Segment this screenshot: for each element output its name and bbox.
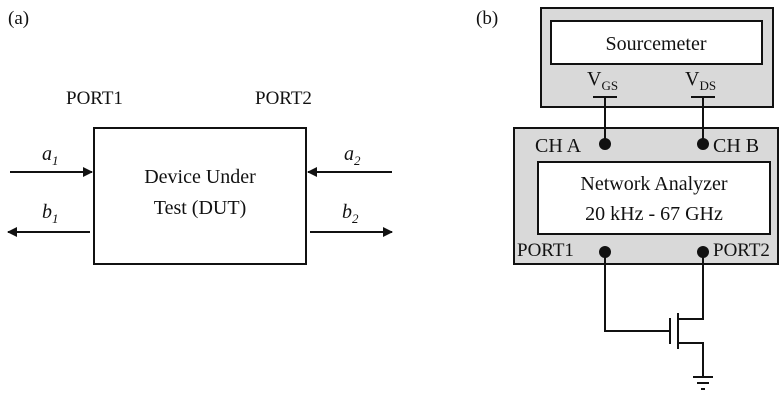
network-analyzer-display: [537, 161, 771, 235]
drain-wire: [678, 252, 704, 320]
analyzer-port2-label: PORT2: [713, 240, 770, 261]
sourcemeter-display: [550, 20, 763, 65]
analyzer-port1-label: PORT1: [517, 240, 574, 261]
b2-label: b2: [342, 201, 359, 226]
panel-a-label: (a): [8, 8, 29, 29]
vds-label: VDS: [685, 68, 716, 93]
network-analyzer-range: 20 kHz - 67 GHz: [585, 203, 723, 225]
b1-label: b1: [42, 201, 59, 226]
dut-box: [93, 127, 307, 265]
network-analyzer-title: Network Analyzer: [580, 173, 728, 195]
channel-b-label: CH B: [713, 135, 759, 157]
channel-a-connector-dot: [599, 138, 611, 150]
a1-label: a1: [42, 143, 59, 168]
dut-port1-label: PORT1: [66, 88, 123, 109]
a2-label: a2: [344, 143, 361, 168]
dut-label-line2: Test (DUT): [154, 197, 246, 219]
vgs-label: VGS: [587, 68, 618, 93]
ground-icon: [693, 376, 713, 390]
bias-wiring: [593, 96, 715, 144]
source-wire: [678, 342, 704, 376]
channel-a-label: CH A: [535, 135, 582, 157]
transistor-symbol: [604, 252, 704, 376]
channel-b-connector-dot: [697, 138, 709, 150]
dut-port2-label: PORT2: [255, 88, 312, 109]
dut-label-line1: Device Under: [144, 166, 256, 188]
sourcemeter-label: Sourcemeter: [605, 33, 706, 55]
panel-b-label: (b): [476, 8, 498, 29]
panel-b: (b) Sourcemeter VGS VDS Network Analyzer…: [476, 7, 779, 390]
panel-a: (a) PORT1 PORT2 Device Under Test (DUT) …: [7, 8, 393, 265]
gate-wire: [604, 252, 670, 332]
